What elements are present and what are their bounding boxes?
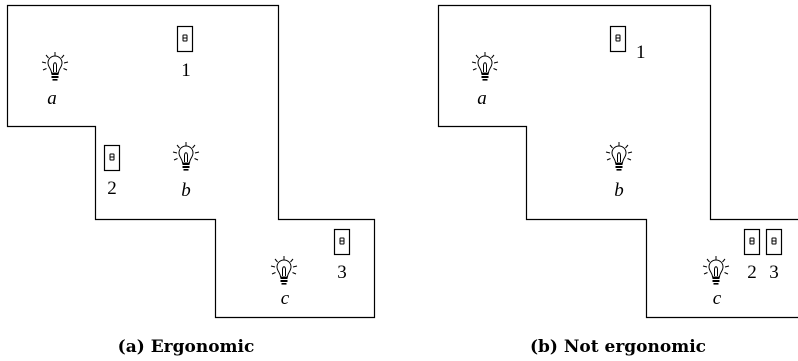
switch-label-1: 1	[636, 42, 646, 63]
room-outline-a	[6, 4, 376, 319]
light-bulb-icon	[270, 255, 298, 286]
switch-label-2: 2	[107, 178, 117, 199]
switch-label-3: 3	[337, 262, 347, 283]
light-bulb-icon	[702, 255, 730, 286]
light-bulb-icon	[471, 51, 499, 82]
light-bulb-icon	[172, 141, 200, 172]
light-label-a: a	[47, 88, 57, 109]
light-label-c: c	[281, 288, 290, 309]
switch-label-3: 3	[769, 262, 779, 283]
light-switch-icon[interactable]	[609, 25, 627, 53]
light-label-b: b	[614, 180, 624, 201]
light-label-a: a	[477, 88, 487, 109]
light-switch-icon[interactable]	[765, 228, 783, 256]
switch-label-1: 1	[181, 60, 191, 81]
panel-a: a b c 1 2 3 (a) Ergonomic	[6, 4, 376, 357]
light-switch-icon[interactable]	[176, 25, 194, 53]
light-switch-icon[interactable]	[333, 228, 351, 256]
panel-b: a b c 1 2 3 (b) Not ergonomic	[437, 4, 798, 357]
light-bulb-icon	[41, 51, 69, 82]
switch-label-2: 2	[747, 262, 757, 283]
light-label-c: c	[713, 288, 722, 309]
light-switch-icon[interactable]	[743, 228, 761, 256]
caption-b: (b) Not ergonomic	[530, 337, 706, 357]
light-bulb-icon	[605, 141, 633, 172]
caption-a: (a) Ergonomic	[118, 337, 255, 357]
light-switch-icon[interactable]	[103, 144, 121, 172]
light-label-b: b	[181, 180, 191, 201]
room-outline-b	[437, 4, 798, 319]
